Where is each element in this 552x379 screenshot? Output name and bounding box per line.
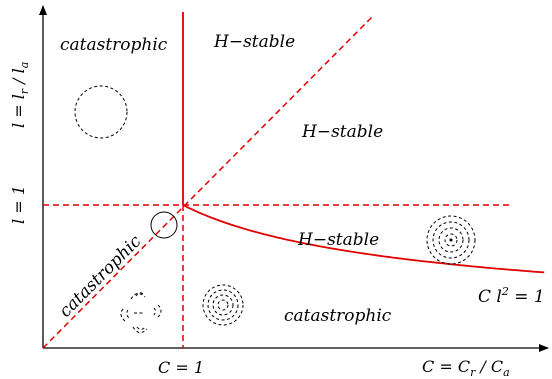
concentric-rings-sketch [426, 215, 476, 265]
region-h-stable-right-upper: H−stable [301, 122, 383, 142]
diagonal-dashed-line [42, 14, 375, 349]
boundary-curve [182, 204, 545, 274]
region-catastrophic-bottom-right: catastrophic [284, 306, 392, 326]
nested-rings-sketch [202, 284, 244, 326]
curve-equation-label: C l2 = 1 [478, 285, 545, 307]
catastrophic-region-sketch [74, 85, 128, 139]
region-h-stable-right-lower: H−stable [297, 230, 379, 250]
critical-point-circle [150, 211, 178, 239]
y-axis-label: l = lr / la [9, 62, 31, 128]
region-catastrophic-diagonal: catastrophic [55, 231, 145, 321]
y-tick-label: l = 1 [9, 185, 28, 224]
region-catastrophic-top-left: catastrophic [60, 35, 168, 55]
region-h-stable-top: H−stable [213, 32, 295, 52]
fragmented-blob-sketch [120, 292, 162, 333]
x-axis-label: C = Cr / Ca [422, 357, 510, 379]
x-tick-label: C = 1 [158, 358, 204, 377]
